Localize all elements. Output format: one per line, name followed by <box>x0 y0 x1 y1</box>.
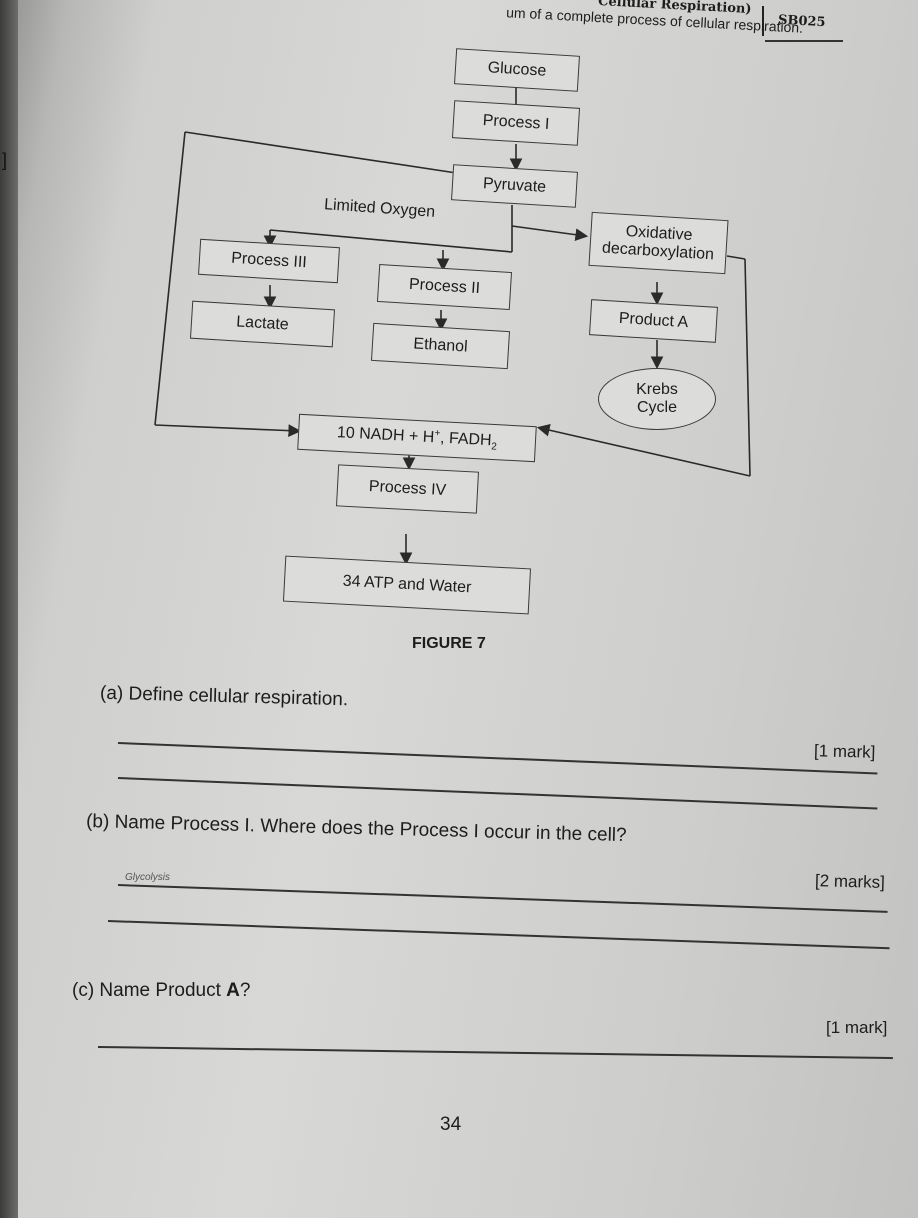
right-loop-bottom <box>536 423 751 477</box>
question-c: (c) Name Product A? <box>72 980 251 1001</box>
ethanol-label: Ethanol <box>412 335 469 356</box>
pyruvate-box: Pyruvate <box>451 164 578 208</box>
product-a-box: Product A <box>589 299 718 343</box>
process1-box: Process I <box>451 100 581 146</box>
big-loop-left <box>154 131 186 426</box>
to-oxidative <box>511 225 589 242</box>
product-a-label: Product A <box>618 309 689 332</box>
question-b-marks: [2 marks] <box>814 871 886 892</box>
header-divider <box>762 6 764 36</box>
margin-mark: ] <box>2 150 8 170</box>
pyruvate-label: Pyruvate <box>482 175 547 196</box>
big-loop-bottom <box>154 424 302 437</box>
right-loop-right <box>744 258 751 477</box>
process2-box: Process II <box>376 263 513 311</box>
process2-label: Process II <box>408 275 481 298</box>
limited-oxygen-line <box>269 229 513 253</box>
big-loop-top <box>184 131 464 175</box>
oxidative-box: Oxidative decarboxylation <box>588 211 729 275</box>
lactate-label: Lactate <box>235 313 290 334</box>
krebs-cycle-ellipse: Krebs Cycle <box>598 368 716 430</box>
process4-label: Process IV <box>368 477 447 500</box>
glucose-box: Glucose <box>454 48 580 92</box>
right-loop-top <box>726 255 746 260</box>
process1-label: Process I <box>482 111 550 134</box>
question-a-marks: [1 mark] <box>813 741 876 762</box>
handwritten-answer-b: Glycolysis <box>125 872 171 883</box>
figure-caption: FIGURE 7 <box>412 635 486 652</box>
krebs-label: Krebs Cycle <box>636 381 678 416</box>
process4-box: Process IV <box>335 464 480 514</box>
atp-label: 34 ATP and Water <box>342 572 472 597</box>
glucose-label: Glucose <box>487 59 547 80</box>
process3-label: Process III <box>230 249 308 272</box>
nadh-label: 10 NADH + H+, FADH2 <box>336 423 498 453</box>
page-shadow-edge <box>0 0 18 1218</box>
page-number: 34 <box>440 1114 462 1135</box>
header-rule <box>765 40 843 42</box>
oxidative-label: Oxidative decarboxylation <box>601 222 715 264</box>
question-c-marks: [1 mark] <box>826 1018 888 1037</box>
